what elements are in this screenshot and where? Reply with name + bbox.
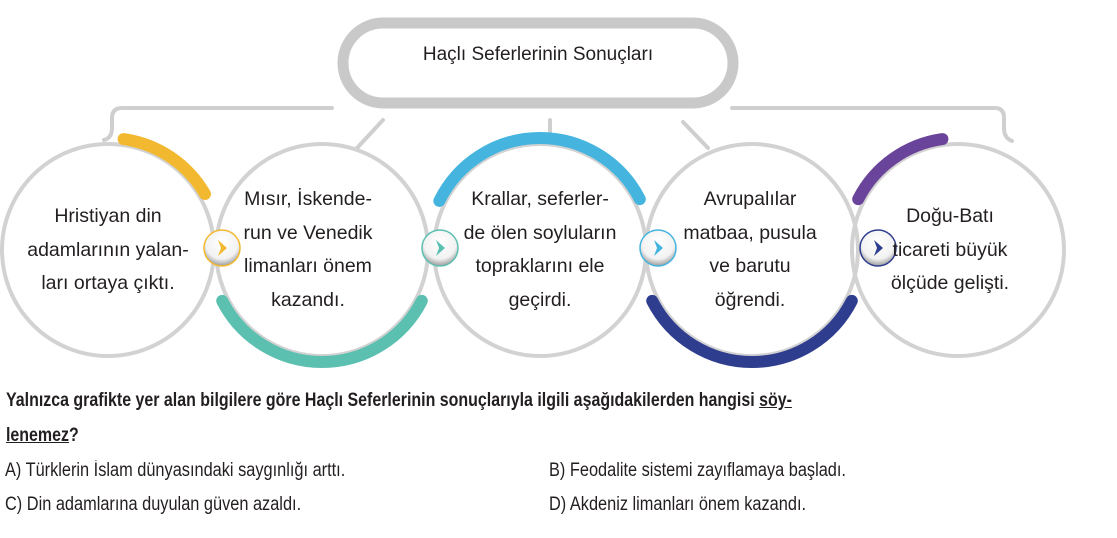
- text-line: run ve Venedik: [243, 221, 373, 244]
- connector-diag-1: [355, 118, 385, 150]
- accent-arc: [117, 133, 211, 200]
- result-text-4: Avrupalılar matbaa, pusula ve barutu öğr…: [655, 183, 845, 317]
- result-text-3: Krallar, seferler- de ölen soyluların to…: [445, 183, 635, 317]
- option-a[interactable]: A) Türklerin İslam dünyasındaki saygınlı…: [5, 460, 346, 481]
- question-emphasis: lenemez: [6, 425, 69, 446]
- text-line: geçirdi.: [508, 288, 572, 311]
- chevron-right-icon: [654, 240, 663, 256]
- connectors: [102, 106, 1014, 150]
- option-b[interactable]: B) Feodalite sistemi zayıflamaya başladı…: [549, 460, 846, 481]
- title-pill: [337, 17, 739, 109]
- question-line-1: Yalnızca grafikte yer alan bilgilere gör…: [6, 390, 792, 412]
- option-c[interactable]: C) Din adamlarına duyulan güven azaldı.: [5, 494, 302, 515]
- question-text: Yalnızca grafikte yer alan bilgilere gör…: [6, 390, 760, 411]
- option-d[interactable]: D) Akdeniz limanları önem kazandı.: [549, 494, 807, 515]
- text-line: ve barutu: [709, 255, 791, 277]
- text-line: matbaa, pusula: [683, 221, 817, 244]
- chevron-right-icon: [436, 240, 445, 256]
- result-text-1: Hristiyan din adamlarının yalan- ları or…: [13, 200, 203, 301]
- text-line: Hristiyan din: [54, 205, 162, 227]
- question-text: ?: [68, 425, 79, 446]
- chevron-right-icon: [874, 240, 883, 256]
- question-emphasis: söy-: [759, 390, 792, 411]
- results-diagram: [0, 17, 1066, 368]
- diagram-title: Haçlı Seferlerinin Sonuçları: [422, 44, 654, 65]
- next-arrow-button[interactable]: [639, 229, 677, 267]
- result-text-2: Mısır, İskende- run ve Venedik limanları…: [213, 183, 403, 317]
- text-line: topraklarını ele: [475, 255, 605, 277]
- text-line: adamlarının yalan-: [27, 238, 189, 261]
- text-line: ölçüde gelişti.: [890, 272, 1010, 294]
- accent-arc: [433, 132, 646, 207]
- accent-arc: [216, 294, 428, 368]
- text-line: öğrendi.: [714, 288, 786, 311]
- result-circle: [850, 142, 1066, 358]
- next-arrow-button[interactable]: [203, 229, 241, 267]
- connector-right: [730, 106, 1014, 143]
- text-line: ticareti büyük: [892, 238, 1008, 261]
- text-line: limanları önem: [244, 255, 372, 277]
- text-line: Krallar, seferler-: [471, 188, 609, 210]
- text-line: Doğu-Batı: [906, 205, 994, 227]
- text-line: Avrupalılar: [703, 188, 797, 210]
- question-line-2: lenemez?: [6, 425, 79, 447]
- accent-arc: [646, 294, 858, 368]
- text-line: ları ortaya çıktı.: [41, 272, 175, 294]
- text-line: kazandı.: [271, 288, 345, 311]
- chevron-right-icon: [218, 240, 227, 256]
- accent-arc: [852, 133, 949, 206]
- result-text-5: Doğu-Batı ticareti büyük ölçüde gelişti.: [855, 200, 1045, 301]
- connector-left: [102, 106, 334, 142]
- text-line: Mısır, İskende-: [244, 188, 372, 210]
- connector-diag-2: [681, 120, 710, 150]
- text-line: de ölen soyluların: [463, 221, 617, 244]
- next-arrow-button[interactable]: [859, 229, 897, 267]
- next-arrow-button[interactable]: [421, 229, 459, 267]
